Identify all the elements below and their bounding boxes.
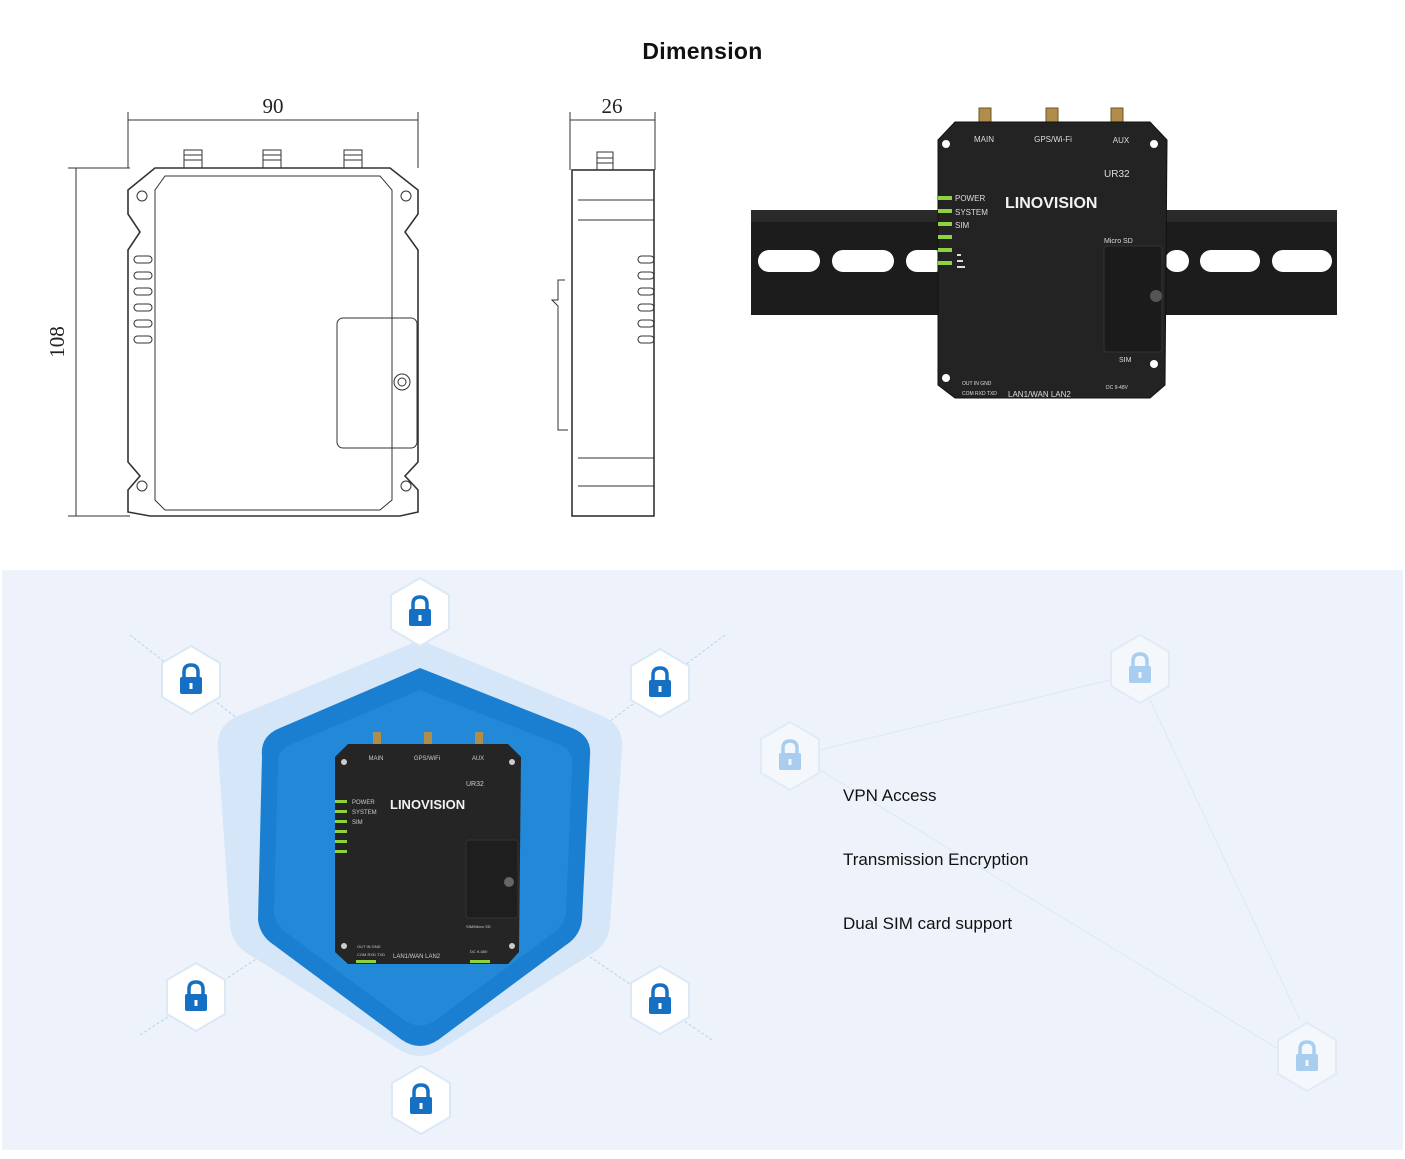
small-antenna-label-main: MAIN — [369, 756, 384, 762]
feature-list: VPN Access Transmission Encryption Dual … — [843, 785, 1029, 977]
led-label-system: SYSTEM — [955, 208, 988, 217]
small-model-label: UR32 — [466, 781, 484, 788]
section-title: Dimension — [642, 38, 763, 64]
led-label-power: POWER — [955, 194, 985, 203]
io-label-top: OUT IN GND — [962, 381, 992, 387]
model-label: UR32 — [1104, 169, 1130, 180]
feature-item-vpn: VPN Access — [843, 786, 937, 805]
small-led-system: SYSTEM — [352, 810, 377, 816]
lock-badge-icon — [389, 576, 451, 648]
antenna-label-aux: AUX — [1113, 136, 1130, 145]
io-label-bottom: COM RXD TXD — [962, 391, 997, 397]
front-view-drawing: 90 108 — [45, 94, 419, 517]
ports-label: LAN1/WAN LAN2 — [1008, 390, 1071, 399]
feature-item-encryption: Transmission Encryption — [843, 850, 1029, 869]
dimension-depth-label: 26 — [602, 94, 623, 118]
sim-label: SIM — [1119, 357, 1132, 364]
small-antenna-label-gps: GPS/WiFi — [414, 756, 440, 762]
small-led-sim: SIM — [352, 820, 363, 826]
small-slot-label: SIM/Micro SD — [466, 924, 491, 929]
lock-badge-icon — [629, 964, 691, 1036]
dimension-width-label: 90 — [263, 94, 284, 118]
network-illustration — [759, 633, 1338, 1093]
security-shield-illustration: MAIN GPS/WiFi AUX POWER SYSTEM SIM SIM/M… — [129, 634, 726, 1056]
small-led-power: POWER — [352, 800, 375, 806]
lock-badge-icon — [165, 961, 227, 1033]
antenna-label-main: MAIN — [974, 135, 994, 144]
small-io-top: OUT IN GND — [357, 944, 381, 949]
microsd-label: Micro SD — [1104, 238, 1133, 245]
power-label: DC 9-48V — [1106, 385, 1129, 391]
faded-lock-icon — [1109, 633, 1171, 705]
side-view-drawing: 26 — [550, 94, 656, 517]
device-din-rail-image: MAIN GPS/Wi-Fi AUX POWER SYSTEM SIM Micr… — [751, 107, 1337, 399]
lock-badge-icon — [160, 644, 222, 716]
small-brand-logo: LINOVISION — [390, 797, 465, 812]
lock-badge-icon — [390, 1064, 452, 1136]
dimension-height-label: 108 — [45, 326, 69, 358]
led-label-sim: SIM — [955, 221, 970, 230]
small-power-label: DC 9-48V — [470, 949, 488, 954]
small-antenna-label-aux: AUX — [472, 756, 484, 762]
lock-badge-icon — [629, 647, 691, 719]
small-io-bottom: COM RXD TXD — [357, 952, 385, 957]
brand-logo: LINOVISION — [1005, 195, 1097, 212]
faded-lock-icon — [759, 720, 821, 792]
feature-item-dual-sim: Dual SIM card support — [843, 914, 1013, 933]
antenna-label-gps: GPS/Wi-Fi — [1034, 135, 1072, 144]
lock-badges-left — [160, 576, 691, 1136]
small-ports-label: LAN1/WAN LAN2 — [393, 954, 441, 960]
faded-lock-icon — [1276, 1021, 1338, 1093]
